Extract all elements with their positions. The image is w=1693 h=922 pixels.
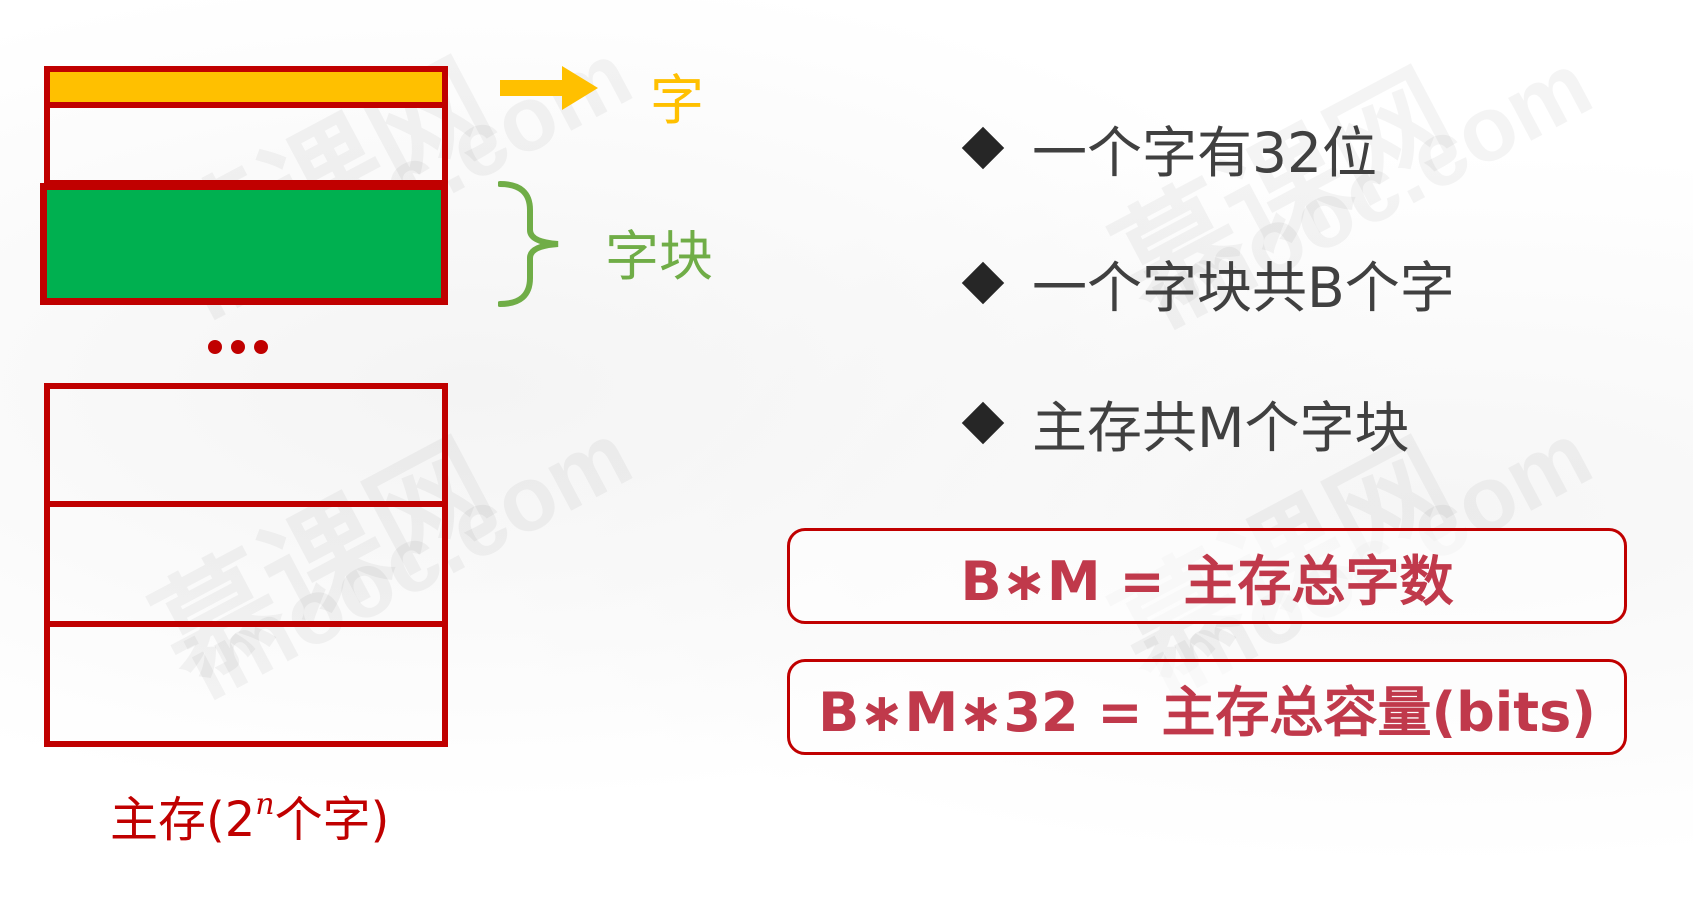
ellipsis-dot [208, 340, 222, 354]
bullet-text: 主存共M个字块 [1032, 396, 1410, 460]
memory-block-cell [44, 501, 448, 627]
formula-box: B∗M∗32 = 主存总容量(bits) [787, 659, 1627, 755]
formula-box: B∗M = 主存总字数 [787, 528, 1627, 624]
memory-block-cell [44, 383, 448, 507]
diamond-bullet-icon [961, 261, 1005, 305]
bullet-item: 一个字有32位 [960, 108, 1377, 188]
main-memory-label-prefix: 主存(2 [110, 792, 256, 848]
bullet-item: 一个字块共B个字 [960, 243, 1455, 323]
word-block-cell [40, 183, 448, 305]
word-block-label: 字块 [605, 225, 713, 288]
bullet-text: 一个字块共B个字 [1032, 256, 1455, 320]
ellipsis-dot [231, 340, 245, 354]
formula-text: B∗M∗32 = 主存总容量(bits) [818, 680, 1596, 744]
ellipsis-dot [254, 340, 268, 354]
diamond-bullet-icon [961, 401, 1005, 445]
ellipsis [208, 340, 268, 354]
bullet-item: 主存共M个字块 [960, 383, 1409, 463]
word-cell [44, 66, 448, 108]
formula-text: B∗M = 主存总字数 [960, 549, 1454, 613]
arrow-right-icon [500, 66, 598, 110]
bullet-text: 一个字有32位 [1032, 121, 1377, 185]
curly-brace-icon [498, 181, 559, 307]
memory-block-cell [44, 621, 448, 747]
main-memory-label: 主存(2n个字) [110, 780, 389, 850]
main-memory-label-exponent: n [255, 787, 275, 822]
main-memory-label-suffix: 个字) [274, 792, 390, 848]
diamond-bullet-icon [961, 126, 1005, 170]
word-label: 字 [650, 69, 704, 132]
